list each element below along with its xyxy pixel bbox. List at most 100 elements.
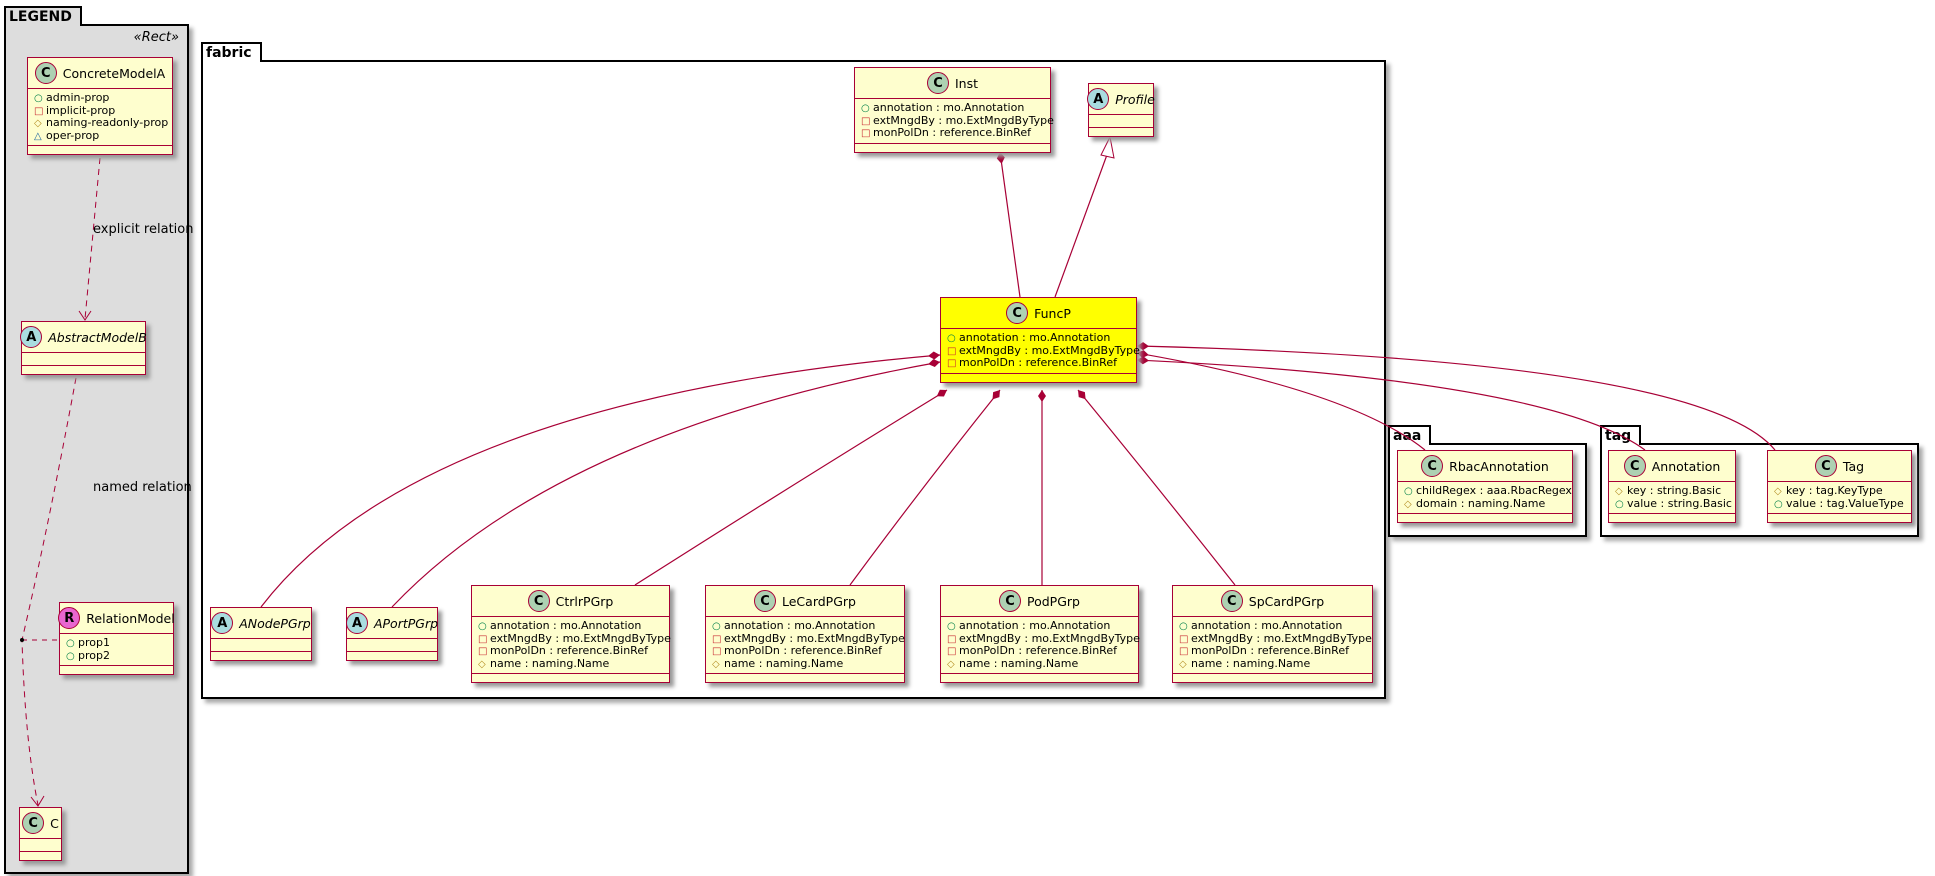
class-kind-class-icon: C <box>1623 455 1646 477</box>
class-attribute: ○annotation : mo.Annotation <box>947 619 1132 633</box>
attribute-text: name : naming.Name <box>490 656 610 670</box>
square-icon: □ <box>861 128 871 139</box>
square-icon: □ <box>947 345 957 357</box>
attribute-text: key : tag.KeyType <box>1786 484 1883 497</box>
class-attribute: ◇name : naming.Name <box>1179 656 1366 671</box>
class-header: C PodPGrp <box>941 586 1138 617</box>
funcp-tag-composition-diamond <box>1137 342 1149 351</box>
class-header: A APortPGrp <box>345 608 439 639</box>
class-kind-class-icon: C <box>926 72 949 94</box>
legend-package: LEGEND «Rect» <box>4 6 189 874</box>
class-attributes <box>347 639 437 652</box>
class-attributes: ◇key : string.Basic○value : string.Basic <box>1609 482 1735 514</box>
class-operations <box>1768 514 1911 522</box>
class-c[interactable]: C C <box>19 807 62 861</box>
class-attribute: □monPolDn : reference.BinRef <box>712 644 898 658</box>
class-name: Tag <box>1842 458 1865 474</box>
funcp-ctrlrpgrp-composition <box>634 389 948 586</box>
class-attribute: ◇name : naming.Name <box>947 656 1132 671</box>
diamond-icon: ◇ <box>1774 486 1782 497</box>
attribute-text: name : naming.Name <box>1191 656 1311 670</box>
class-header: C FuncP <box>941 298 1136 329</box>
class-profile[interactable]: A Profile <box>1087 83 1155 137</box>
square-icon: □ <box>1179 633 1189 645</box>
attribute-text: monPolDn : reference.BinRef <box>1191 644 1349 657</box>
class-attribute: ○annotation : mo.Annotation <box>947 331 1130 345</box>
class-header: A Profile <box>1087 84 1155 115</box>
class-operations <box>347 652 437 660</box>
class-sp-card-pgrp[interactable]: C SpCardPGrp ○annotation : mo.Annotation□… <box>1172 585 1373 683</box>
class-attributes <box>211 639 311 652</box>
class-attribute: ○annotation : mo.Annotation <box>1179 619 1366 633</box>
class-attribute: ◇domain : naming.Name <box>1404 496 1566 511</box>
funcp-tag-composition <box>1136 345 1776 451</box>
class-attribute: △oper-prop <box>34 128 166 143</box>
class-pod-pgrp[interactable]: C PodPGrp○annotation : mo.Annotation□ext… <box>940 585 1140 683</box>
class-operations <box>211 652 311 660</box>
class-kind-class-icon: C <box>1006 302 1029 324</box>
class-kind-class-icon: C <box>34 62 57 84</box>
class-aport-pgrp[interactable]: A APortPGrp <box>345 607 439 661</box>
class-func-p[interactable]: C FuncP○annotation : mo.Annotation□extMn… <box>940 297 1140 383</box>
class-attribute: ○annotation : mo.Annotation <box>712 619 898 633</box>
legend-stereotype: «Rect» <box>133 30 179 45</box>
class-name: FuncP <box>1034 305 1071 321</box>
legend-package-tab: LEGEND <box>4 6 82 26</box>
class-kind-class-icon: C <box>999 590 1021 612</box>
circle-icon: ○ <box>1774 498 1783 510</box>
class-name: LeCardPGrp <box>782 593 856 609</box>
circle-icon: ○ <box>947 333 956 344</box>
square-icon: □ <box>947 358 957 369</box>
attribute-text: name : naming.Name <box>959 656 1079 670</box>
class-attribute: ○prop1 <box>66 636 167 650</box>
class-anode-pgrp[interactable]: A ANodePGrp <box>210 607 312 661</box>
named-relation-edge <box>21 366 79 806</box>
class-header: C Inst <box>855 68 1050 99</box>
class-attribute: □monPolDn : reference.BinRef <box>861 126 1044 140</box>
class-name: Annotation <box>1651 458 1721 474</box>
class-header: C C <box>20 808 61 839</box>
funcp-spcardpgrp-composition <box>1077 389 1236 586</box>
class-name: Inst <box>954 75 979 91</box>
class-attribute: ○childRegex : aaa.RbacRegex <box>1404 484 1572 498</box>
class-rbac-annotation[interactable]: C RbacAnnotation○childRegex : aaa.RbacRe… <box>1397 450 1573 523</box>
class-attributes: ○admin-prop□implicit-prop◇naming-readonl… <box>28 89 172 146</box>
attribute-text: implicit-prop <box>46 103 116 117</box>
circle-icon: ○ <box>1615 498 1624 510</box>
attribute-text: annotation : mo.Annotation <box>490 619 642 632</box>
attribute-text: monPolDn : reference.BinRef <box>959 644 1117 657</box>
class-attribute: □monPolDn : reference.BinRef <box>947 644 1132 658</box>
class-header: R RelationModel <box>58 603 175 634</box>
attribute-text: prop2 <box>78 648 110 662</box>
class-ctrlr-pgrp[interactable]: C CtrlrPGrp○annotation : mo.Annotation□e… <box>471 585 671 683</box>
class-header: C Annotation <box>1609 451 1735 482</box>
class-name: Profile <box>1115 91 1155 107</box>
arrow-head-icon <box>30 795 45 807</box>
class-name: APortPGrp <box>373 615 439 631</box>
class-annotation[interactable]: C Annotation◇key : string.Basic○value : … <box>1608 450 1736 523</box>
class-name: SpCardPGrp <box>1248 593 1325 609</box>
class-header: C SpCardPGrp <box>1173 586 1372 617</box>
circle-icon: ○ <box>1179 621 1188 632</box>
class-operations <box>1173 674 1372 682</box>
funcp-anodepgrp-composition <box>260 354 941 608</box>
class-operations <box>706 674 904 682</box>
class-kind-abstract-icon: A <box>20 326 43 348</box>
arrow-head-icon <box>78 310 92 321</box>
class-operations <box>855 144 1050 152</box>
class-header: C Tag <box>1768 451 1911 482</box>
attribute-text: extMngdBy : mo.ExtMngdByType <box>873 113 1054 127</box>
class-attribute: ◇name : naming.Name <box>712 657 898 671</box>
attribute-text: domain : naming.Name <box>1416 496 1546 510</box>
attribute-text: oper-prop <box>46 128 100 142</box>
class-le-card-pgrp[interactable]: C LeCardPGrp○annotation : mo.Annotation□… <box>705 585 905 683</box>
class-tag[interactable]: C Tag◇key : tag.KeyType○value : tag.Valu… <box>1767 450 1912 523</box>
circle-icon: ○ <box>34 93 43 104</box>
class-inst[interactable]: C Inst○annotation : mo.Annotation□extMng… <box>854 67 1054 153</box>
diamond-icon: ◇ <box>34 118 42 129</box>
class-operations <box>941 374 1136 382</box>
class-abstract-model-b[interactable]: A AbstractModelB <box>20 321 147 375</box>
class-concrete-model-a[interactable]: C ConcreteModelA○admin-prop□implicit-pro… <box>27 57 173 155</box>
funcp-anodepgrp-composition-diamond <box>928 351 940 360</box>
class-relation-model[interactable]: R RelationModel○prop1○prop2 <box>58 602 175 675</box>
